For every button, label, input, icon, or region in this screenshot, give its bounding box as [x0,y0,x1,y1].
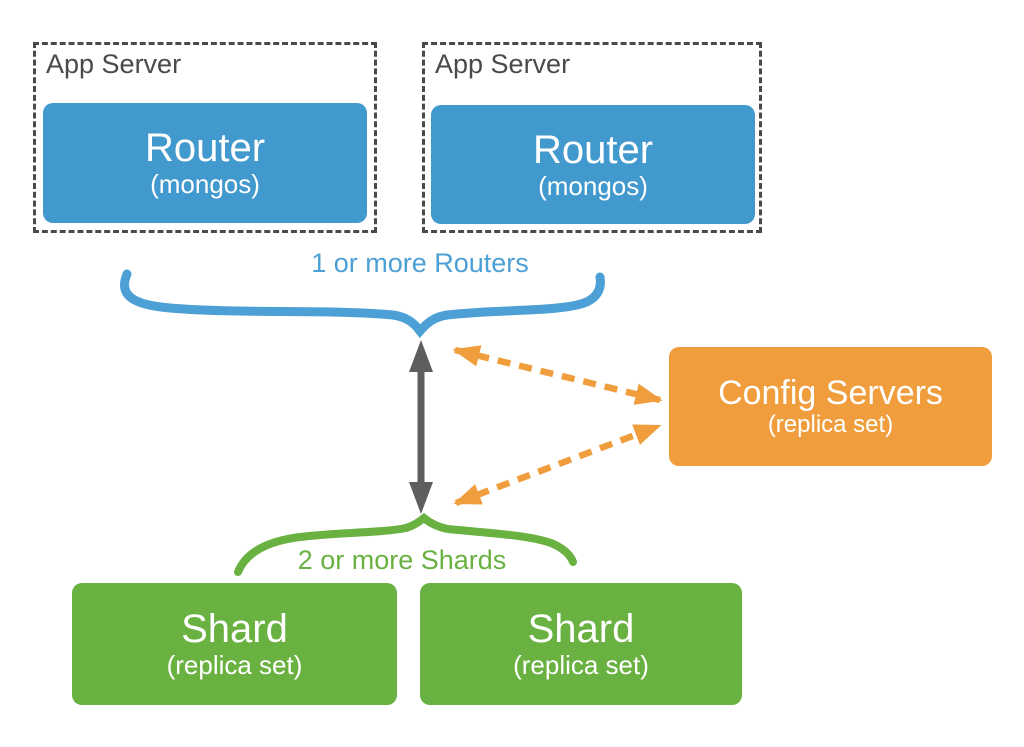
shard-title: Shard [181,607,288,652]
router-title: Router [144,126,266,171]
app-server-label: App Server [435,49,571,79]
router-subtitle: (mongos) [150,169,260,200]
shard-subtitle: (replica set) [513,650,649,681]
router-box-2: Router (mongos) [431,105,755,224]
router-box-1: Router (mongos) [43,103,367,223]
app-server-box-1: App Server Router (mongos) [33,42,377,233]
config-servers-box: Config Servers (replica set) [669,347,992,466]
shards-brace-label: 2 or more Shards [297,545,507,575]
app-server-label: App Server [46,49,182,79]
config-servers-title: Config Servers [718,373,943,412]
shard-box-1: Shard (replica set) [72,583,397,705]
router-config-arrow [452,345,663,405]
routers-brace [120,269,605,339]
app-server-box-2: App Server Router (mongos) [422,42,762,233]
router-title: Router [532,127,654,172]
shard-title: Shard [527,607,635,652]
router-subtitle: (mongos) [538,170,648,201]
config-servers-subtitle: (replica set) [767,410,894,438]
router-shard-arrow [409,340,433,514]
routers-brace-label: 1 or more Routers [311,248,529,278]
shard-subtitle: (replica set) [166,650,303,681]
shard-box-2: Shard (replica set) [420,583,742,705]
shard-config-arrow [453,422,662,507]
